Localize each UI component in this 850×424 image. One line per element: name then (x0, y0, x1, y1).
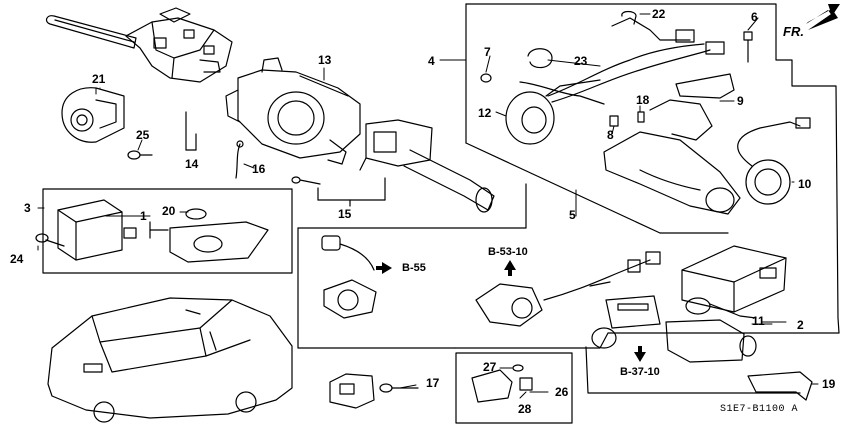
part-number-2: 2 (797, 318, 804, 332)
part-1-transmitter (149, 221, 269, 263)
part-12-ignition-switch (505, 79, 601, 145)
part-6-screw (743, 31, 753, 63)
part-8-18-pins (609, 111, 645, 127)
part-lock-assembly (603, 99, 741, 215)
part-number-26: 26 (555, 385, 569, 399)
part-11-key (665, 297, 757, 363)
part-number-27: 27 (483, 360, 497, 374)
part-number-20: 20 (162, 204, 176, 218)
part-number-18: 18 (636, 93, 650, 107)
part-number-6: 6 (751, 10, 758, 24)
diagram-code: S1E7-B1100 A (720, 404, 799, 415)
part-25-screw (127, 150, 153, 160)
part-cap (591, 327, 617, 349)
part-number-13: 13 (318, 53, 332, 67)
part-number-22: 22 (652, 7, 666, 21)
part-22-clip (621, 10, 637, 25)
part-15-wiper-switch (291, 119, 495, 213)
leader-lines (37, 13, 819, 399)
arrow-b3710 (634, 346, 646, 362)
part-number-21: 21 (92, 72, 106, 86)
part-2-immobilizer-unit (681, 245, 787, 313)
part-19-bracket (747, 371, 813, 401)
part-number-23: 23 (574, 54, 588, 68)
arrow-fr (806, 4, 840, 30)
reference-b3710[interactable]: B-37-10 (620, 366, 660, 378)
part-switch-plate (605, 295, 661, 329)
part-number-3: 3 (24, 201, 31, 215)
part-13-column-cover (225, 57, 361, 165)
group-box-4 (465, 3, 840, 334)
part-number-10: 10 (798, 177, 812, 191)
part-number-14: 14 (185, 157, 199, 171)
part-number-17: 17 (426, 376, 440, 390)
part-16-pin (235, 140, 244, 179)
part-number-5: 5 (569, 208, 576, 222)
part-number-12: 12 (478, 106, 492, 120)
group-box-26 (455, 352, 573, 424)
part-17-switch (329, 373, 419, 409)
part-number-15: 15 (338, 207, 352, 221)
part-number-9: 9 (737, 94, 744, 108)
part-10-ring (737, 117, 811, 205)
part-7-screw (480, 73, 492, 83)
part-3-control-unit (57, 199, 137, 261)
reference-b5310[interactable]: B-53-10 (488, 246, 528, 258)
part-number-19: 19 (822, 377, 836, 391)
part-number-24: 24 (10, 252, 24, 266)
front-direction-label: FR. (783, 24, 804, 39)
part-number-25: 25 (136, 128, 150, 142)
part-9-clamp (675, 73, 735, 99)
part-23-clamp (527, 48, 553, 69)
part-21-cover (61, 87, 125, 143)
bracket-15 (317, 177, 386, 207)
part-number-1: 1 (140, 209, 147, 223)
arrow-b5310 (504, 260, 516, 276)
part-number-7: 7 (484, 45, 491, 59)
part-number-16: 16 (252, 162, 266, 176)
part-26-bracket (471, 364, 533, 403)
part-number-11: 11 (752, 314, 765, 328)
arrow-b55 (376, 262, 392, 274)
part-20-battery (185, 208, 207, 220)
reference-b55[interactable]: B-55 (402, 262, 426, 274)
part-number-4: 4 (428, 54, 435, 68)
vehicle-silhouette (47, 297, 293, 423)
part-key-cylinder-trunk (321, 235, 377, 319)
part-number-8: 8 (607, 128, 614, 142)
combination-switch-assembly (45, 7, 233, 83)
group-box-5 (297, 183, 840, 394)
group-box-3 (42, 188, 293, 274)
part-5-sensor-harness (475, 251, 661, 327)
part-number-28: 28 (518, 402, 532, 416)
part-24-screw (35, 233, 65, 247)
part-4-wire-harness (519, 17, 725, 105)
bracket-14 (185, 111, 197, 151)
